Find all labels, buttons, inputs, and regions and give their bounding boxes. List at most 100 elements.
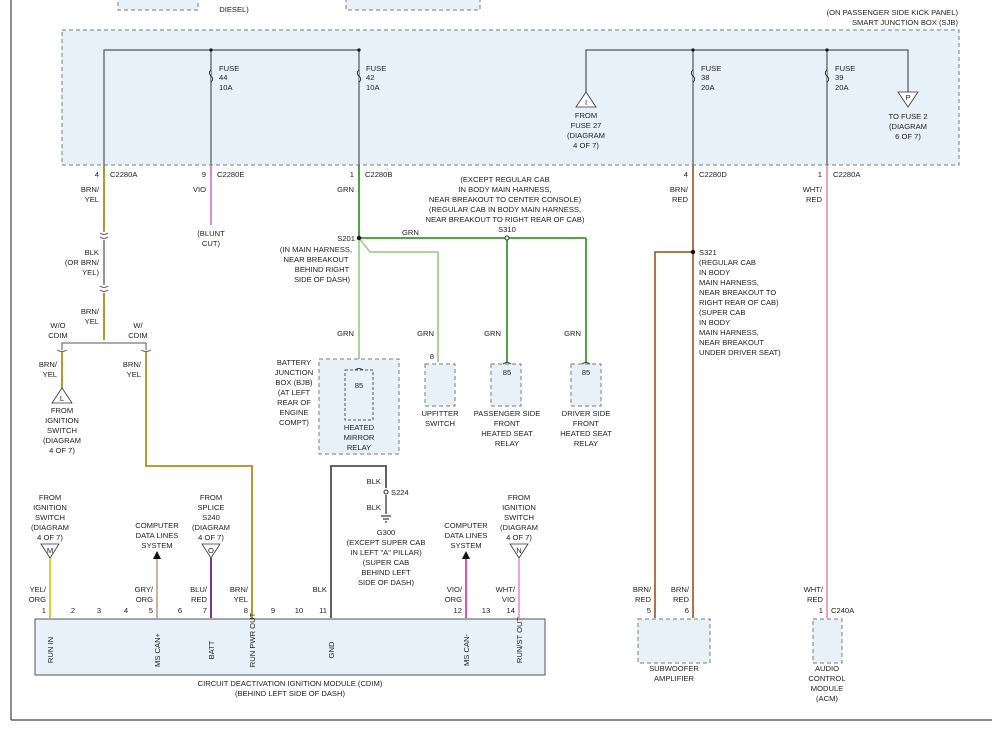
svg-text:C2280A: C2280A [833, 170, 861, 179]
svg-text:(SUPER CAB: (SUPER CAB [699, 308, 745, 317]
svg-text:P: P [905, 93, 910, 102]
svg-text:SIDE OF DASH): SIDE OF DASH) [358, 578, 415, 587]
svg-text:PASSENGER SIDE: PASSENGER SIDE [474, 409, 541, 418]
ground-g300: BLK S224 BLK G300 (EXCEPT SUPER CAB IN L… [330, 465, 426, 618]
svg-text:UPFITTER: UPFITTER [421, 409, 459, 418]
svg-text:MIRROR: MIRROR [344, 433, 375, 442]
svg-text:44: 44 [219, 73, 227, 82]
cdim-ref-data-lines-2: COMPUTER DATA LINES SYSTEM [444, 521, 488, 618]
ign-switch-ref-l: L FROM IGNITION SWITCH (DIAGRAM 4 OF 7) [43, 387, 81, 455]
cdim-ref-splice-o: FROM SPLICE S240 (DIAGRAM 4 OF 7) O [192, 493, 230, 618]
svg-text:SUBWOOFER: SUBWOOFER [649, 664, 699, 673]
bus-nodes [209, 48, 829, 52]
svg-text:RUN PWR OUT: RUN PWR OUT [248, 612, 257, 667]
sjb-bus-right [585, 49, 909, 92]
svg-text:GRN: GRN [484, 329, 501, 338]
svg-text:FRONT: FRONT [573, 419, 600, 428]
svg-text:DATA LINES: DATA LINES [136, 531, 179, 540]
bjb-label: BATTERY JUNCTION BOX (BJB) (AT LEFT REAR… [275, 358, 313, 427]
svg-text:HEATED SEAT: HEATED SEAT [560, 429, 612, 438]
svg-text:IN BODY: IN BODY [699, 268, 730, 277]
svg-text:RUN IN: RUN IN [46, 637, 55, 663]
svg-text:WHT/: WHT/ [803, 185, 823, 194]
svg-text:10A: 10A [366, 83, 380, 92]
svg-text:(REGULAR CAB IN BODY MAIN HAR: (REGULAR CAB IN BODY MAIN HARNESS, [429, 205, 581, 214]
svg-text:C2280E: C2280E [217, 170, 244, 179]
svg-text:8: 8 [244, 606, 248, 615]
splice-s201: S201 (IN MAIN HARNESS, NEAR BREAKOUT BEH… [280, 234, 362, 284]
svg-text:(DIAGRAM: (DIAGRAM [43, 436, 81, 445]
svg-text:42: 42 [366, 73, 374, 82]
svg-text:BRN/: BRN/ [123, 360, 142, 369]
svg-text:2: 2 [71, 606, 75, 615]
svg-text:YEL): YEL) [82, 268, 99, 277]
svg-text:FROM: FROM [51, 406, 73, 415]
svg-text:COMPUTER: COMPUTER [135, 521, 179, 530]
svg-text:FUSE: FUSE [366, 64, 386, 73]
svg-text:1: 1 [42, 606, 46, 615]
svg-text:12: 12 [454, 606, 462, 615]
upfitter-switch: 8 UPFITTER SWITCH [421, 352, 459, 428]
to-fuse2-ref: P TO FUSE 2 (DIAGRAM 6 OF 7) [888, 91, 928, 141]
svg-text:FRONT: FRONT [494, 419, 521, 428]
svg-text:BRN/: BRN/ [671, 585, 690, 594]
svg-text:SWITCH: SWITCH [425, 419, 455, 428]
svg-text:COMPUTER: COMPUTER [444, 521, 488, 530]
svg-text:20A: 20A [835, 83, 849, 92]
svg-text:G300: G300 [377, 528, 396, 537]
cdim-ref-data-lines-1: COMPUTER DATA LINES SYSTEM [135, 521, 179, 618]
svg-text:9: 9 [271, 606, 275, 615]
svg-text:GRN: GRN [564, 329, 581, 338]
svg-text:FUSE: FUSE [219, 64, 239, 73]
svg-text:W/O: W/O [50, 321, 65, 330]
svg-text:NEAR BREAKOUT: NEAR BREAKOUT [699, 338, 764, 347]
svg-text:4: 4 [95, 170, 99, 179]
svg-text:FUSE: FUSE [701, 64, 721, 73]
svg-text:(DIAGRAM: (DIAGRAM [192, 523, 230, 532]
svg-text:YEL/: YEL/ [30, 585, 47, 594]
svg-text:11: 11 [319, 606, 327, 615]
svg-text:(AT LEFT: (AT LEFT [278, 388, 311, 397]
top-fragment-box-right [345, 0, 481, 11]
svg-text:BRN/: BRN/ [39, 360, 58, 369]
svg-text:1: 1 [819, 606, 823, 615]
svg-text:SWITCH: SWITCH [35, 513, 65, 522]
svg-text:GRN: GRN [417, 329, 434, 338]
svg-text:SIDE OF DASH): SIDE OF DASH) [294, 275, 351, 284]
svg-text:4 OF 7): 4 OF 7) [573, 141, 599, 150]
svg-text:ORG: ORG [445, 595, 462, 604]
svg-text:SWITCH: SWITCH [47, 426, 77, 435]
svg-text:8: 8 [430, 352, 434, 361]
svg-text:(REGULAR CAB: (REGULAR CAB [699, 258, 756, 267]
svg-text:MS CAN-: MS CAN- [462, 633, 471, 666]
svg-text:BRN/: BRN/ [670, 185, 689, 194]
svg-text:1: 1 [350, 170, 354, 179]
svg-text:S321: S321 [699, 248, 717, 257]
cdim-module: RUN IN MS CAN+ BATT RUN PWR OUT GND MS C… [34, 612, 546, 698]
svg-text:ORG: ORG [29, 595, 46, 604]
svg-text:AMPLIFIER: AMPLIFIER [654, 674, 695, 683]
svg-text:JUNCTION: JUNCTION [275, 368, 313, 377]
svg-text:13: 13 [482, 606, 490, 615]
svg-text:FROM: FROM [200, 493, 222, 502]
svg-text:TO FUSE 2: TO FUSE 2 [888, 112, 927, 121]
svg-text:BATT: BATT [207, 640, 216, 659]
svg-text:4 OF 7): 4 OF 7) [49, 446, 75, 455]
grn-network: GRN GRN GRN GRN GRN GRN [337, 165, 587, 362]
svg-text:IN BODY: IN BODY [699, 318, 730, 327]
svg-text:9: 9 [202, 170, 206, 179]
svg-text:IN BODY MAIN HARNESS,: IN BODY MAIN HARNESS, [458, 185, 551, 194]
svg-text:BLK: BLK [313, 585, 327, 594]
svg-text:S310: S310 [498, 225, 516, 234]
top-fragment-text: DIESEL) [219, 5, 249, 14]
svg-text:4 OF 7): 4 OF 7) [37, 533, 63, 542]
svg-text:(DIAGRAM: (DIAGRAM [889, 122, 927, 131]
svg-text:S224: S224 [391, 488, 409, 497]
svg-text:39: 39 [835, 73, 843, 82]
svg-text:(EXCEPT SUPER CAB: (EXCEPT SUPER CAB [347, 538, 426, 547]
